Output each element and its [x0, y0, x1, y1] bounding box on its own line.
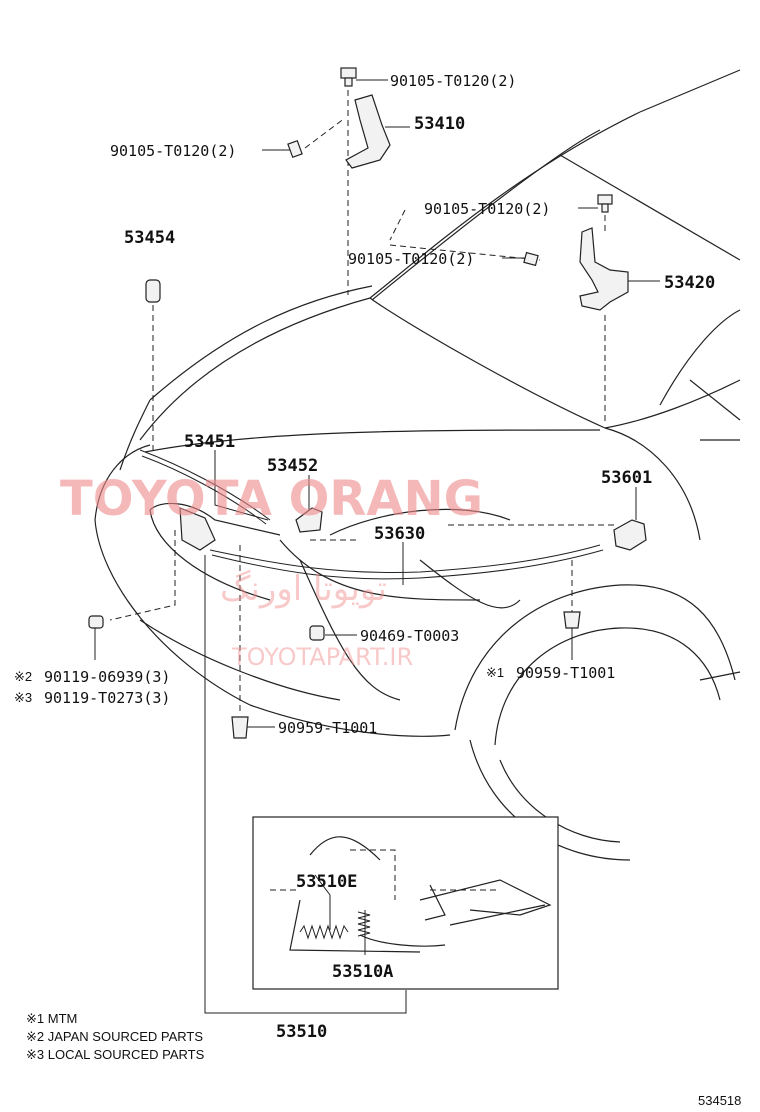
label-clip-bottom: 90959-T1001 [278, 719, 377, 737]
watermark-persian: تویوتا اورنگ [220, 569, 387, 609]
watermark-site: TOYOTAPART.IR [231, 643, 413, 671]
note-japan: ※2 JAPAN SOURCED PARTS [26, 1029, 203, 1044]
part-hinge-right [579, 227, 629, 311]
label-clamp: 90469-T0003 [360, 627, 459, 645]
label-clip-right-mark: ※1 [486, 665, 504, 680]
part-cushion [145, 279, 161, 303]
dashed-leaders [109, 90, 618, 715]
part-clip-right [563, 611, 581, 629]
part-clip-bottom [231, 716, 249, 739]
part-striker [295, 507, 323, 533]
watermark-main: TOYOTA ORANG [60, 471, 483, 527]
label-bolt-top: 90105-T0120(2) [390, 72, 516, 90]
label-seal: 53451 [184, 432, 235, 452]
part-bolt-top [340, 67, 357, 87]
part-clamp [309, 625, 325, 641]
label-lever-e: 53510E [296, 872, 357, 892]
part-hinge-left [345, 94, 391, 169]
label-bolt-right-top: 90105-T0120(2) [424, 200, 550, 218]
label-screw-2: 90119-T0273(3) [44, 689, 170, 707]
spring-a [357, 911, 371, 937]
part-bolt-right-mid [523, 251, 539, 267]
label-hinge-left: 53410 [414, 114, 465, 134]
label-lever-a: 53510A [332, 962, 393, 982]
label-striker: 53452 [267, 456, 318, 476]
label-hinge-right: 53420 [664, 273, 715, 293]
label-bolt-right-mid: 90105-T0120(2) [348, 250, 474, 268]
label-screw-2-mark: ※3 [14, 690, 32, 705]
solid-leaders [94, 79, 660, 1014]
part-bolt-left [287, 139, 303, 159]
note-local: ※3 LOCAL SOURCED PARTS [26, 1047, 205, 1062]
label-lock-assy: 53601 [601, 468, 652, 488]
part-bolt-right-top [597, 194, 613, 213]
label-cable: 53630 [374, 524, 425, 544]
note-mtm: ※1 MTM [26, 1011, 77, 1026]
car-body-outline [94, 69, 741, 861]
diagram-ref-number: 534518 [698, 1093, 741, 1108]
label-cushion: 53454 [124, 228, 175, 248]
label-screw-1-mark: ※2 [14, 669, 32, 684]
part-lock-latch [179, 507, 216, 551]
lever-detail-box [252, 816, 559, 990]
watermark: TOYOTA ORANG تویوتا اورنگ TOYOTAPART.IR [60, 471, 483, 671]
label-clip-right: 90959-T1001 [516, 664, 615, 682]
label-lever-assy: 53510 [276, 1022, 327, 1042]
label-screw-1: 90119-06939(3) [44, 668, 170, 686]
part-screw [88, 615, 104, 629]
part-lock-assy [613, 519, 647, 551]
spring-e [299, 924, 349, 940]
label-bolt-left: 90105-T0120(2) [110, 142, 236, 160]
